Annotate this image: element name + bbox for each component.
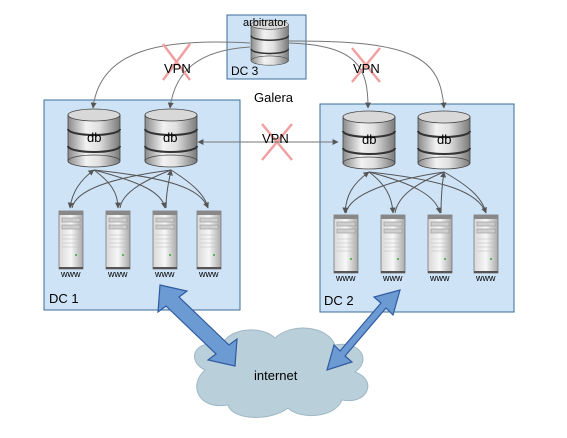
- internet-dc1-arrow-icon: [157, 284, 238, 367]
- db-label: db: [437, 132, 452, 147]
- dc2-web-server-icon: [380, 214, 406, 274]
- galera-label: Galera: [254, 90, 294, 105]
- www-label: www: [336, 273, 356, 283]
- db-label: db: [87, 130, 102, 145]
- dc2-web-server-icon: [473, 214, 499, 274]
- dc1-web-server-icon: [58, 210, 84, 270]
- dc2-connectors: [342, 171, 487, 214]
- www-label: www: [199, 269, 219, 279]
- internet-dc2-arrow-icon: [326, 289, 401, 371]
- db-label: db: [163, 130, 178, 145]
- db-label: db: [362, 132, 377, 147]
- dc1-label: DC 1: [49, 291, 79, 306]
- dc2-web-server-icon: [333, 214, 359, 274]
- www-label: www: [430, 273, 450, 283]
- vpn-label: VPN: [262, 131, 289, 146]
- arbitrator-links: [90, 40, 447, 109]
- dc2-label: DC 2: [324, 293, 354, 308]
- dc3-label: DC 3: [231, 64, 259, 78]
- internet-cloud-icon: [194, 327, 369, 418]
- dc1-web-server-icon: [152, 210, 178, 270]
- www-label: www: [61, 269, 81, 279]
- dc1-web-server-icon: [105, 210, 131, 270]
- www-label: www: [155, 269, 175, 279]
- vpn-label: VPN: [353, 61, 380, 76]
- arbitrator-label: arbitrator: [243, 17, 288, 29]
- www-label: www: [476, 273, 496, 283]
- internet-label: internet: [254, 368, 298, 383]
- dc2-web-server-icon: [427, 214, 453, 274]
- www-label: www: [108, 269, 128, 279]
- dc1-web-server-icon: [196, 210, 222, 270]
- www-label: www: [383, 273, 403, 283]
- vpn-label: VPN: [164, 61, 191, 76]
- dc1-connectors: [67, 169, 209, 209]
